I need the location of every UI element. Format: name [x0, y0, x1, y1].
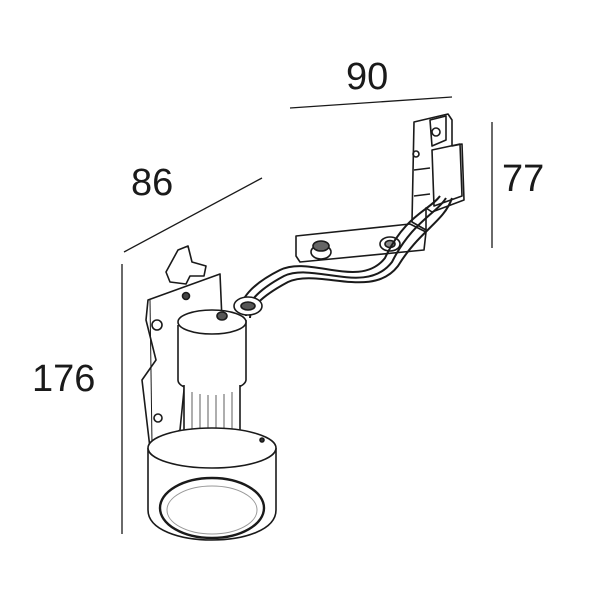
- dimension-line-90: [289, 96, 453, 109]
- mounting-arm: [295, 223, 427, 263]
- front-ring: [147, 427, 277, 541]
- dimension-depth-label: 86: [131, 162, 174, 204]
- spring-clip: [165, 245, 207, 285]
- cables: [239, 195, 453, 319]
- dimension-line-86: [123, 177, 263, 253]
- dimension-width-label: 90: [346, 56, 389, 98]
- lamp-body: [177, 296, 263, 439]
- dimension-lines: [121, 96, 493, 534]
- dimension-height-label: 176: [32, 358, 96, 400]
- dimension-track-height-label: 77: [502, 158, 545, 200]
